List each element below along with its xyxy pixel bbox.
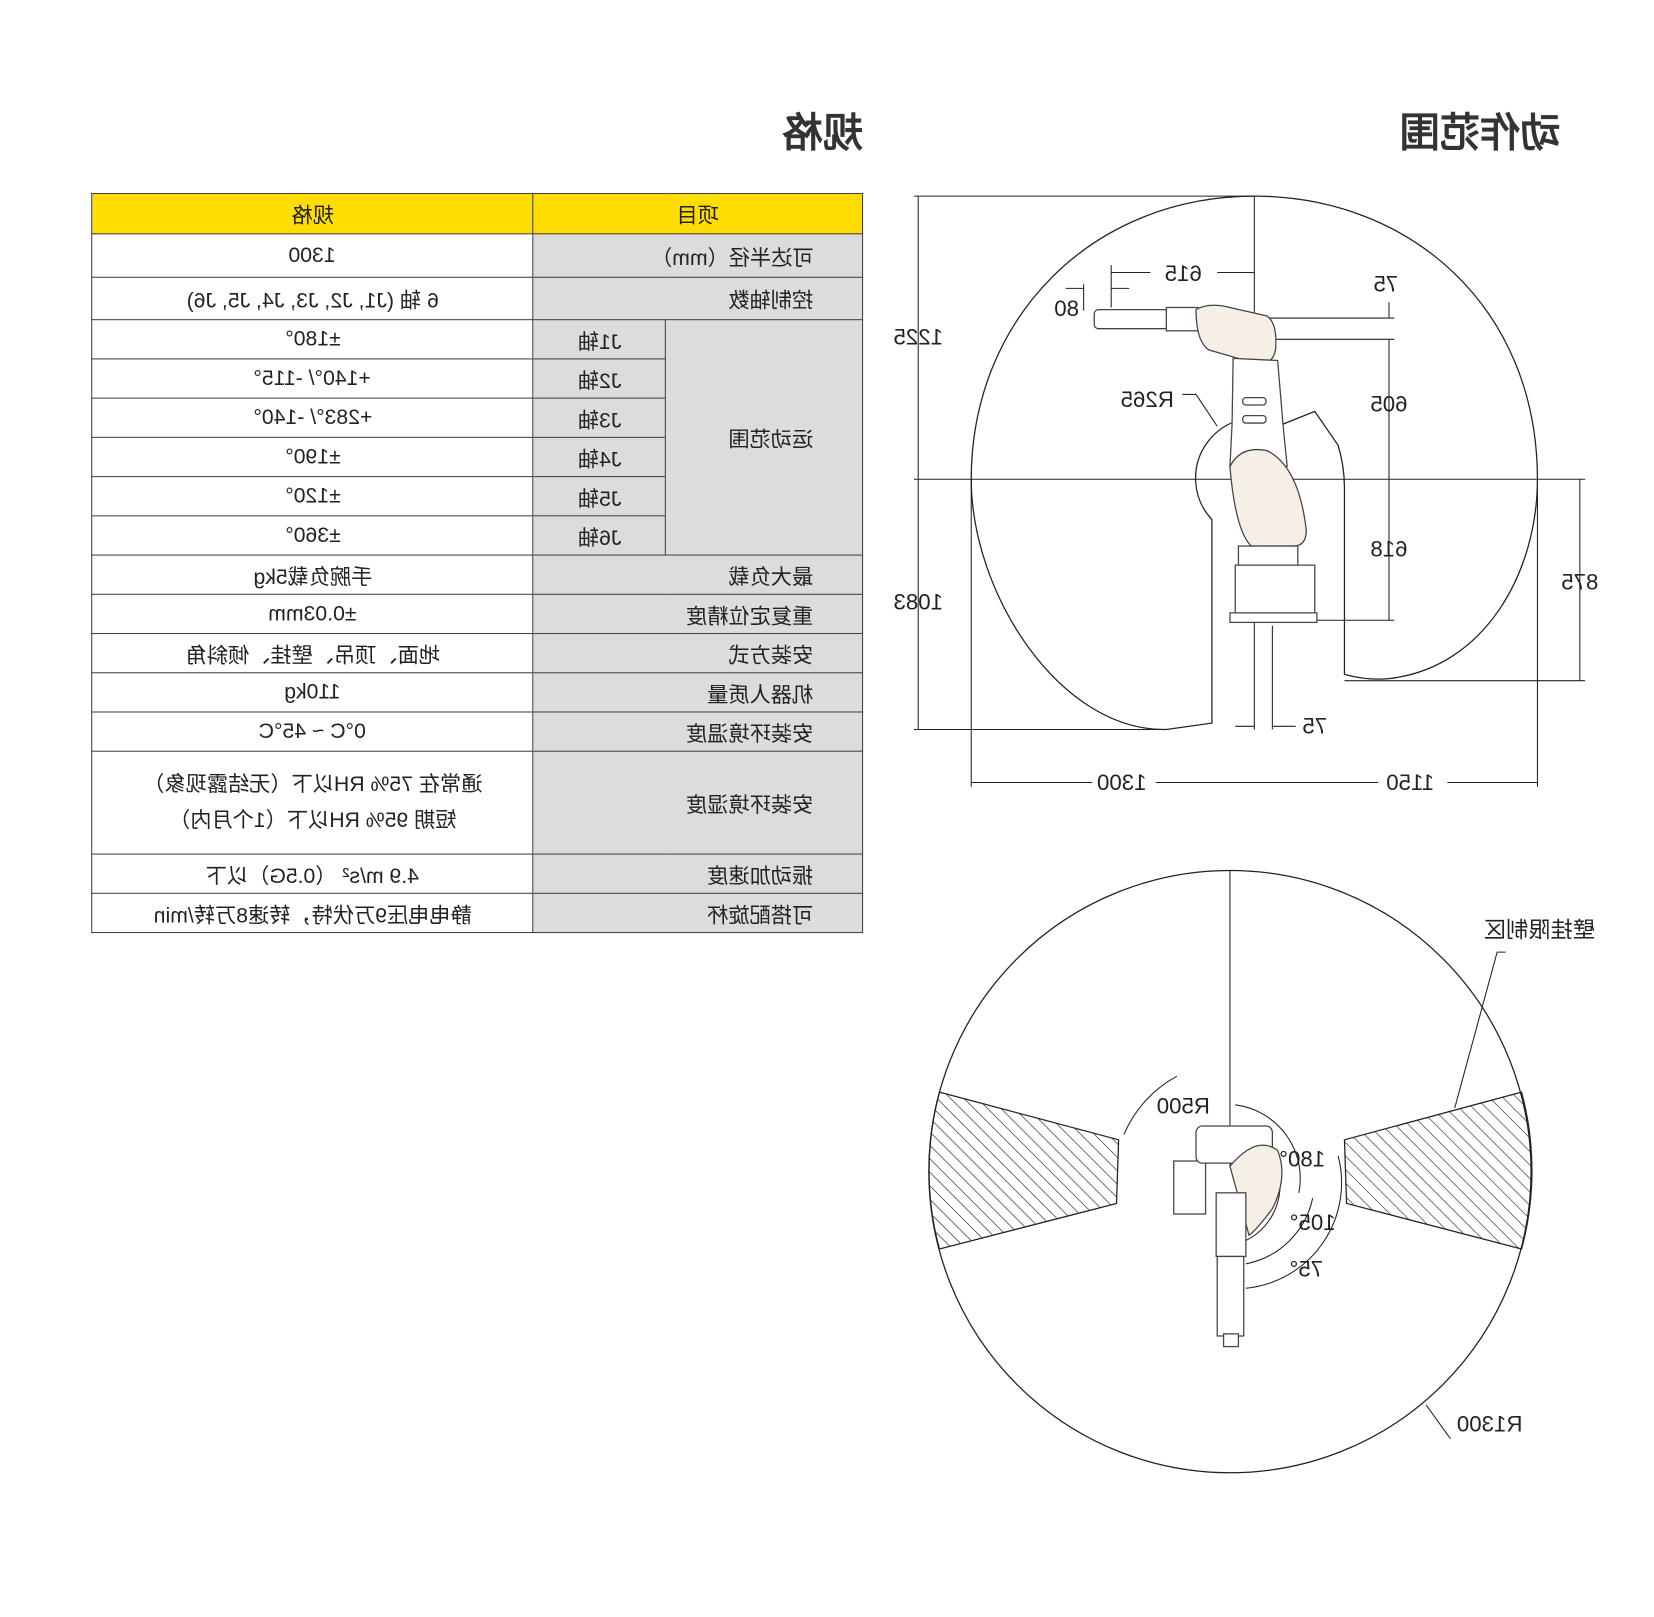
j5-axis: J5轴: [532, 476, 667, 517]
table-row: 通常在 75% RH以下（无结露现象）短期 95% RH以下（1个月内）安装环境…: [91, 750, 864, 855]
j2-axis: J2轴: [532, 358, 667, 399]
j1-value: ±180°: [91, 319, 534, 360]
row-item: 机器人质量: [532, 672, 864, 713]
row-value: 1300: [91, 233, 534, 278]
label-105: 105°: [1290, 1210, 1336, 1235]
dim-618: 618: [1370, 537, 1407, 562]
leader-lines: [1425, 951, 1506, 1440]
side-view: 1225 1083 615 80 75 605 618 875 75 1300 …: [893, 195, 1598, 795]
row-item: 可达半径（mm）: [532, 233, 864, 278]
wall-zone-left: [928, 1091, 1120, 1250]
table-row: 6 轴 (J1, J2, J3, J4, J5, J6)控制轴数: [91, 276, 864, 321]
dim-1300: 1300: [1097, 770, 1146, 795]
row-value: 通常在 75% RH以下（无结露现象）短期 95% RH以下（1个月内）: [91, 750, 534, 855]
row-item: 重复定位精度: [532, 593, 864, 635]
j6-value: ±360°: [91, 515, 534, 556]
row-value: 4.9 m/s² （0.5G）以下: [91, 853, 534, 894]
table-row: 地面、顶吊、壁挂、倾斜角安装方式: [91, 632, 864, 674]
dim-875: 875: [1561, 570, 1598, 595]
row-item: 振动加速度: [532, 853, 864, 894]
row-value: ±0.03mm: [91, 593, 534, 635]
row-value: 地面、顶吊、壁挂、倾斜角: [91, 632, 534, 674]
label-r1300: R1300: [1457, 1411, 1523, 1436]
robot-side-icon: [1093, 304, 1318, 624]
dim-605: 605: [1370, 391, 1407, 416]
j2-value: +140°/ -115°: [91, 358, 534, 399]
row-value: 静电电压9万伏特，转速8万转/min: [91, 892, 534, 934]
table-row-j4: ±190°J4轴: [91, 436, 863, 478]
row-value: 110kg: [91, 672, 534, 713]
table-row-j3: +283°/ -140°J3轴: [91, 397, 863, 438]
table-row-j5: ±120°J5轴: [91, 476, 863, 517]
table-row: 4.9 m/s² （0.5G）以下振动加速度: [91, 853, 864, 894]
label-75: 75°: [1289, 1257, 1323, 1282]
j3-axis: J3轴: [532, 397, 667, 438]
row-item: 最大负载: [532, 554, 864, 595]
top-view-labels: R500 180° 105° 75° 壁挂限制区 R1300: [1157, 917, 1595, 1436]
dim-75-top: 75: [1373, 272, 1398, 297]
dim-1083: 1083: [893, 590, 943, 615]
row-value: 6 轴 (J1, J2, J3, J4, J5, J6): [91, 276, 534, 321]
table-row-j1: ±180°J1轴运动范围: [91, 319, 864, 556]
header-spec: 规格: [91, 192, 534, 235]
table-row-j6: ±360°J6轴: [91, 515, 863, 556]
r500-arc: [1123, 1075, 1178, 1135]
side-view-labels: 1225 1083 615 80 75 605 618 875 75 1300 …: [893, 261, 1598, 795]
j4-value: ±190°: [91, 436, 534, 478]
dim-80: 80: [1054, 296, 1079, 321]
table-row-j2: +140°/ -115°J2轴: [91, 358, 863, 399]
robot-top-icon: [1173, 1125, 1283, 1348]
dim-615: 615: [1165, 261, 1202, 286]
j6-axis: J6轴: [532, 515, 667, 556]
row-item: 控制轴数: [532, 276, 864, 321]
j4-axis: J4轴: [532, 436, 667, 478]
label-r265: R265: [1121, 387, 1174, 412]
dim-75-bottom: 75: [1302, 714, 1327, 739]
j3-value: +283°/ -140°: [91, 397, 534, 438]
j5-value: ±120°: [91, 476, 534, 517]
j1-axis: J1轴: [532, 319, 667, 360]
row-value: 手腕负载5kg: [91, 554, 534, 595]
angle-arcs: [1235, 1104, 1343, 1289]
label-180: 180°: [1279, 1146, 1325, 1171]
wall-zone-right: [1343, 1091, 1533, 1250]
label-wall-zone: 壁挂限制区: [1484, 917, 1595, 942]
row-item: 安装环境温度: [532, 711, 864, 752]
row-item: 安装方式: [532, 632, 864, 674]
row-value: 0°C ~ 45°C: [91, 711, 534, 752]
row-item: 可搭配旋杯: [532, 892, 864, 934]
motion-range-cell: 运动范围: [665, 319, 864, 556]
dim-1150: 1150: [1386, 770, 1434, 795]
top-view: R500 180° 105° 75° 壁挂限制区 R1300: [928, 869, 1595, 1474]
label-r500: R500: [1157, 1093, 1210, 1118]
dim-1225: 1225: [893, 325, 943, 350]
row-item: 安装环境湿度: [532, 750, 864, 855]
